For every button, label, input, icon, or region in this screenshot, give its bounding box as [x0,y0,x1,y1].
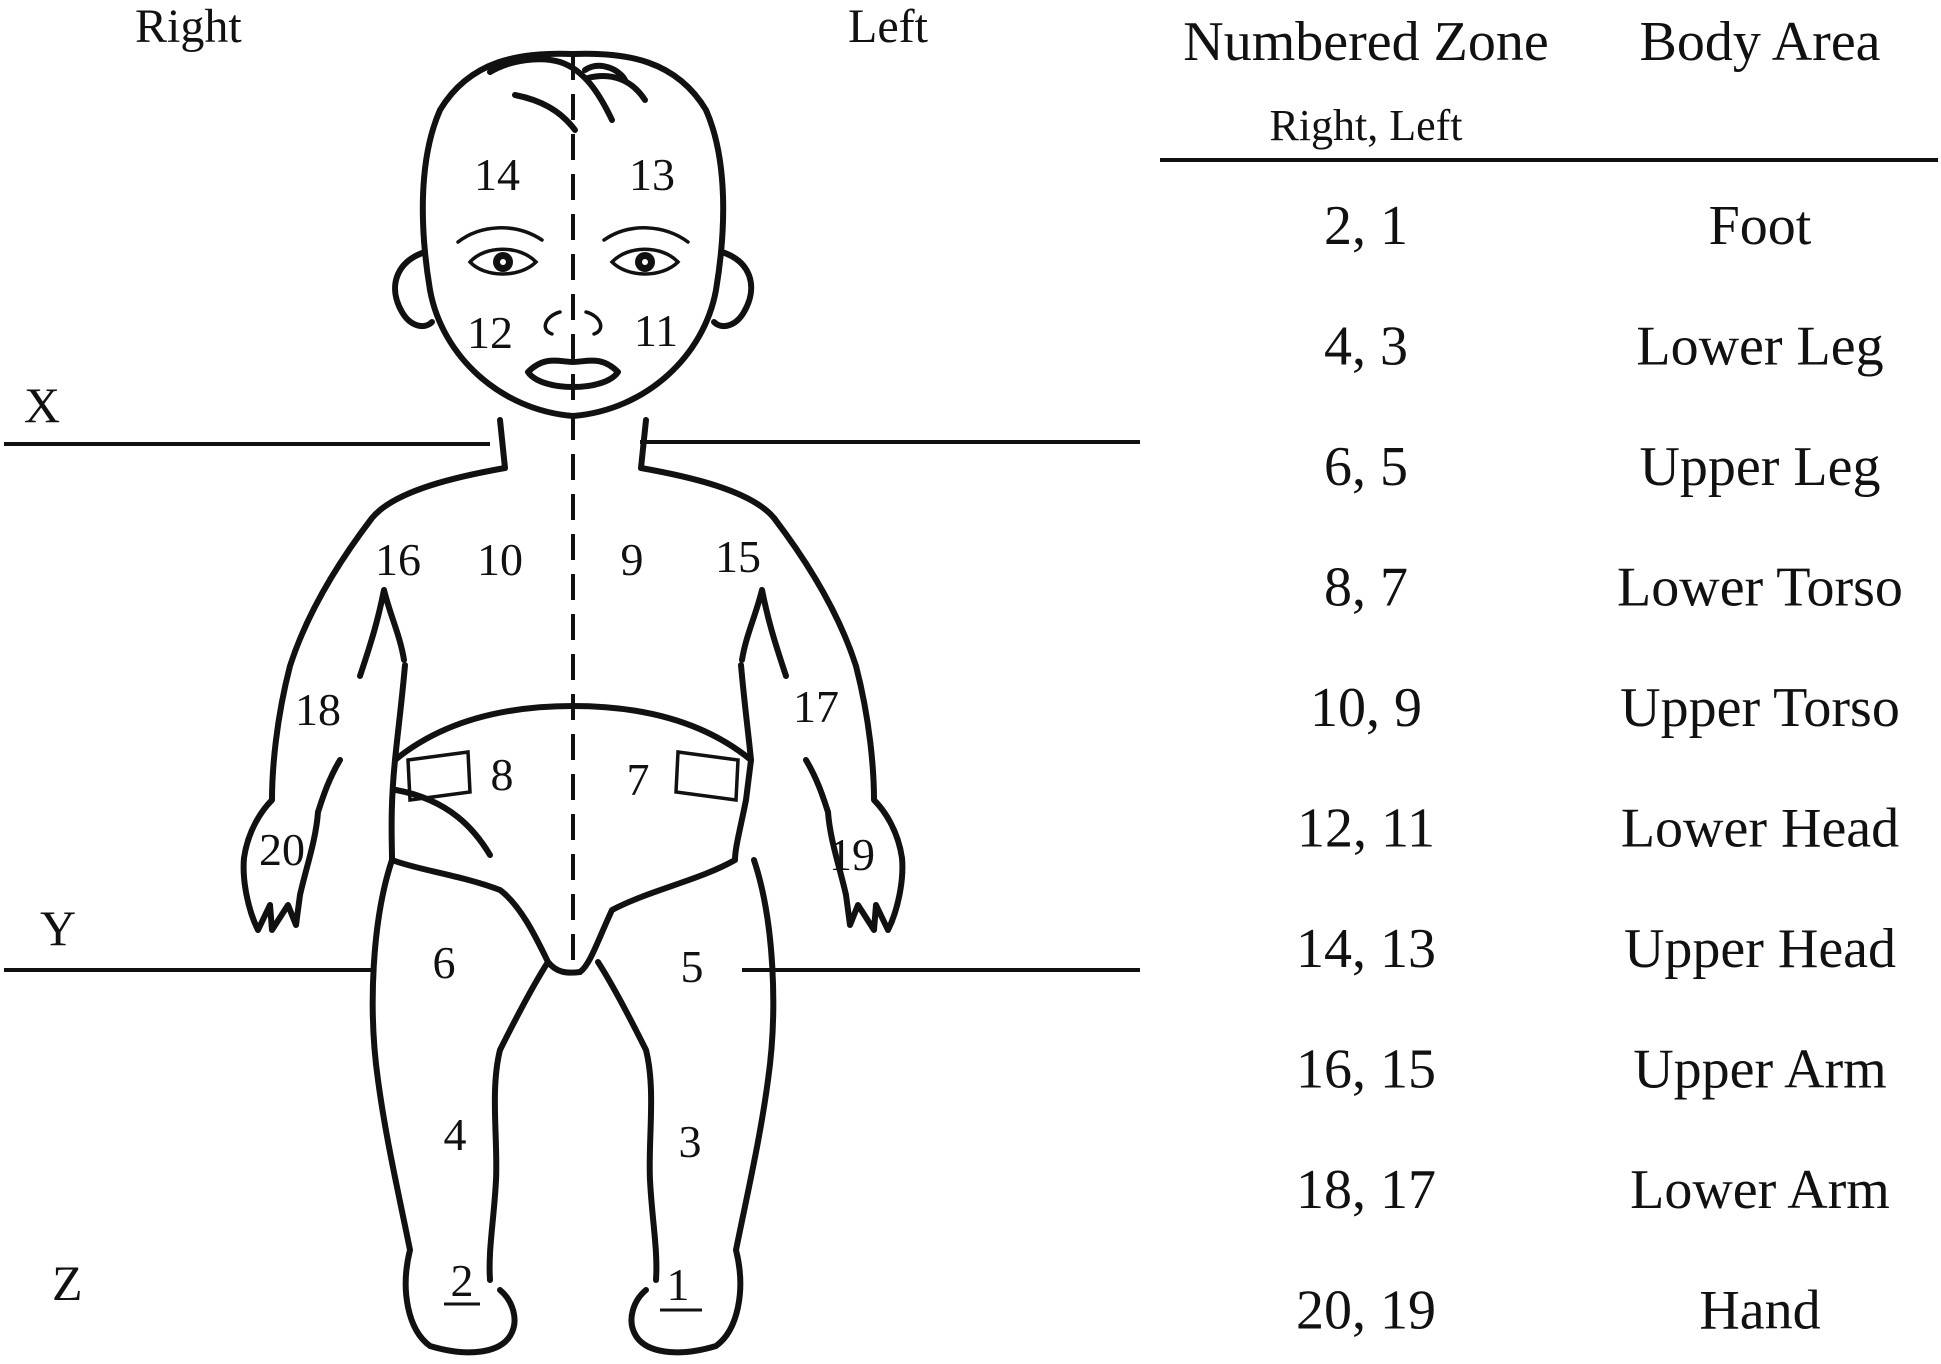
area-column-header: Body Area [1639,11,1880,73]
body-area-cell: Hand [1699,1280,1820,1342]
left-ear [711,249,755,330]
diaper [388,703,754,976]
zone-column-header: Numbered Zone [1183,11,1548,73]
zone-label-1: 1 [667,1259,690,1310]
body-area-cell: Lower Torso [1617,557,1903,619]
body-area-cell: Lower Arm [1630,1159,1890,1221]
left-diaper-tab [674,750,740,802]
zone-number-labels: 14 13 12 11 16 10 9 15 18 17 8 7 20 19 6… [259,149,875,1312]
zone-label-8: 8 [491,749,514,800]
table-row: 12, 11 Lower Head [1297,798,1899,860]
left-leg [595,857,777,1356]
body-area-cell: Lower Leg [1636,316,1883,378]
zone-label-20: 20 [259,824,305,875]
table-row: 18, 17 Lower Arm [1296,1159,1890,1221]
zone-label-2: 2 [451,1255,474,1306]
table-row: 2, 1 Foot [1324,195,1812,257]
left-side-label: Left [848,0,929,53]
body-area-cell: Upper Head [1624,918,1896,980]
zone-label-19: 19 [829,829,875,880]
zone-label-4: 4 [444,1109,467,1160]
table-row: 14, 13 Upper Head [1296,918,1896,980]
table-row: 16, 15 Upper Arm [1296,1039,1887,1101]
right-eyebrow [456,226,544,244]
zone-pair-cell: 18, 17 [1296,1159,1436,1221]
torso-outline [392,662,754,763]
zone-column-subheader: Right, Left [1269,101,1462,150]
body-area-cell: Upper Torso [1620,677,1900,739]
zone-label-13: 13 [629,149,675,200]
zone-area-table: Numbered Zone Right, Left Body Area 2, 1… [1160,11,1938,1342]
zone-label-18: 18 [295,684,341,735]
table-row: 10, 9 Upper Torso [1310,677,1900,739]
table-row: 20, 19 Hand [1296,1280,1821,1342]
left-arm [638,465,906,933]
zone-pair-cell: 12, 11 [1297,798,1435,860]
reference-line-x: X [4,377,1140,446]
zone-label-7: 7 [627,754,650,805]
hair-tuft [487,56,648,133]
zone-label-17: 17 [793,681,839,732]
zone-pair-cell: 4, 3 [1324,316,1408,378]
reference-line-x-label: X [24,377,60,433]
reference-line-y-label: Y [40,900,76,956]
body-area-cell: Upper Arm [1633,1039,1887,1101]
table-row: 6, 5 Upper Leg [1324,436,1881,498]
baby-outline-drawing [240,50,906,1356]
zone-pair-cell: 14, 13 [1296,918,1436,980]
zone-label-12: 12 [467,307,513,358]
zone-pair-cell: 2, 1 [1324,195,1408,257]
zone-pair-cell: 16, 15 [1296,1039,1436,1101]
zone-pair-cell: 8, 7 [1324,557,1408,619]
neck [497,417,649,471]
nose [543,310,603,336]
body-area-cell: Lower Head [1621,798,1899,860]
table-row: 8, 7 Lower Torso [1324,557,1903,619]
zone-pair-cell: 6, 5 [1324,436,1408,498]
left-eyebrow [602,226,690,244]
right-diaper-tab [406,750,472,802]
zone-pair-cell: 20, 19 [1296,1280,1436,1342]
right-leg [369,857,551,1356]
reference-line-z-label: Z [52,1255,83,1311]
zone-label-15: 15 [715,531,761,582]
zone-label-14: 14 [474,149,520,200]
body-area-cell: Foot [1709,195,1812,257]
right-eye [467,247,539,276]
mouth [525,357,621,390]
zone-pair-cell: 10, 9 [1310,677,1422,739]
reference-line-y: Y [4,900,1140,972]
zone-label-3: 3 [679,1116,702,1167]
zone-label-11: 11 [634,305,678,356]
body-area-cell: Upper Leg [1639,436,1880,498]
zone-label-10: 10 [477,534,523,585]
left-eye [609,247,681,276]
right-arm [240,465,508,933]
right-ear [392,249,435,330]
zone-label-16: 16 [375,534,421,585]
zone-label-9: 9 [621,534,644,585]
table-rows: 2, 1 Foot 4, 3 Lower Leg 6, 5 Upper Leg 8, 7 Lo… [1296,195,1903,1342]
zone-label-5: 5 [681,941,704,992]
zone-label-6: 6 [433,937,456,988]
right-side-label: Right [135,0,242,53]
table-row: 4, 3 Lower Leg [1324,316,1884,378]
